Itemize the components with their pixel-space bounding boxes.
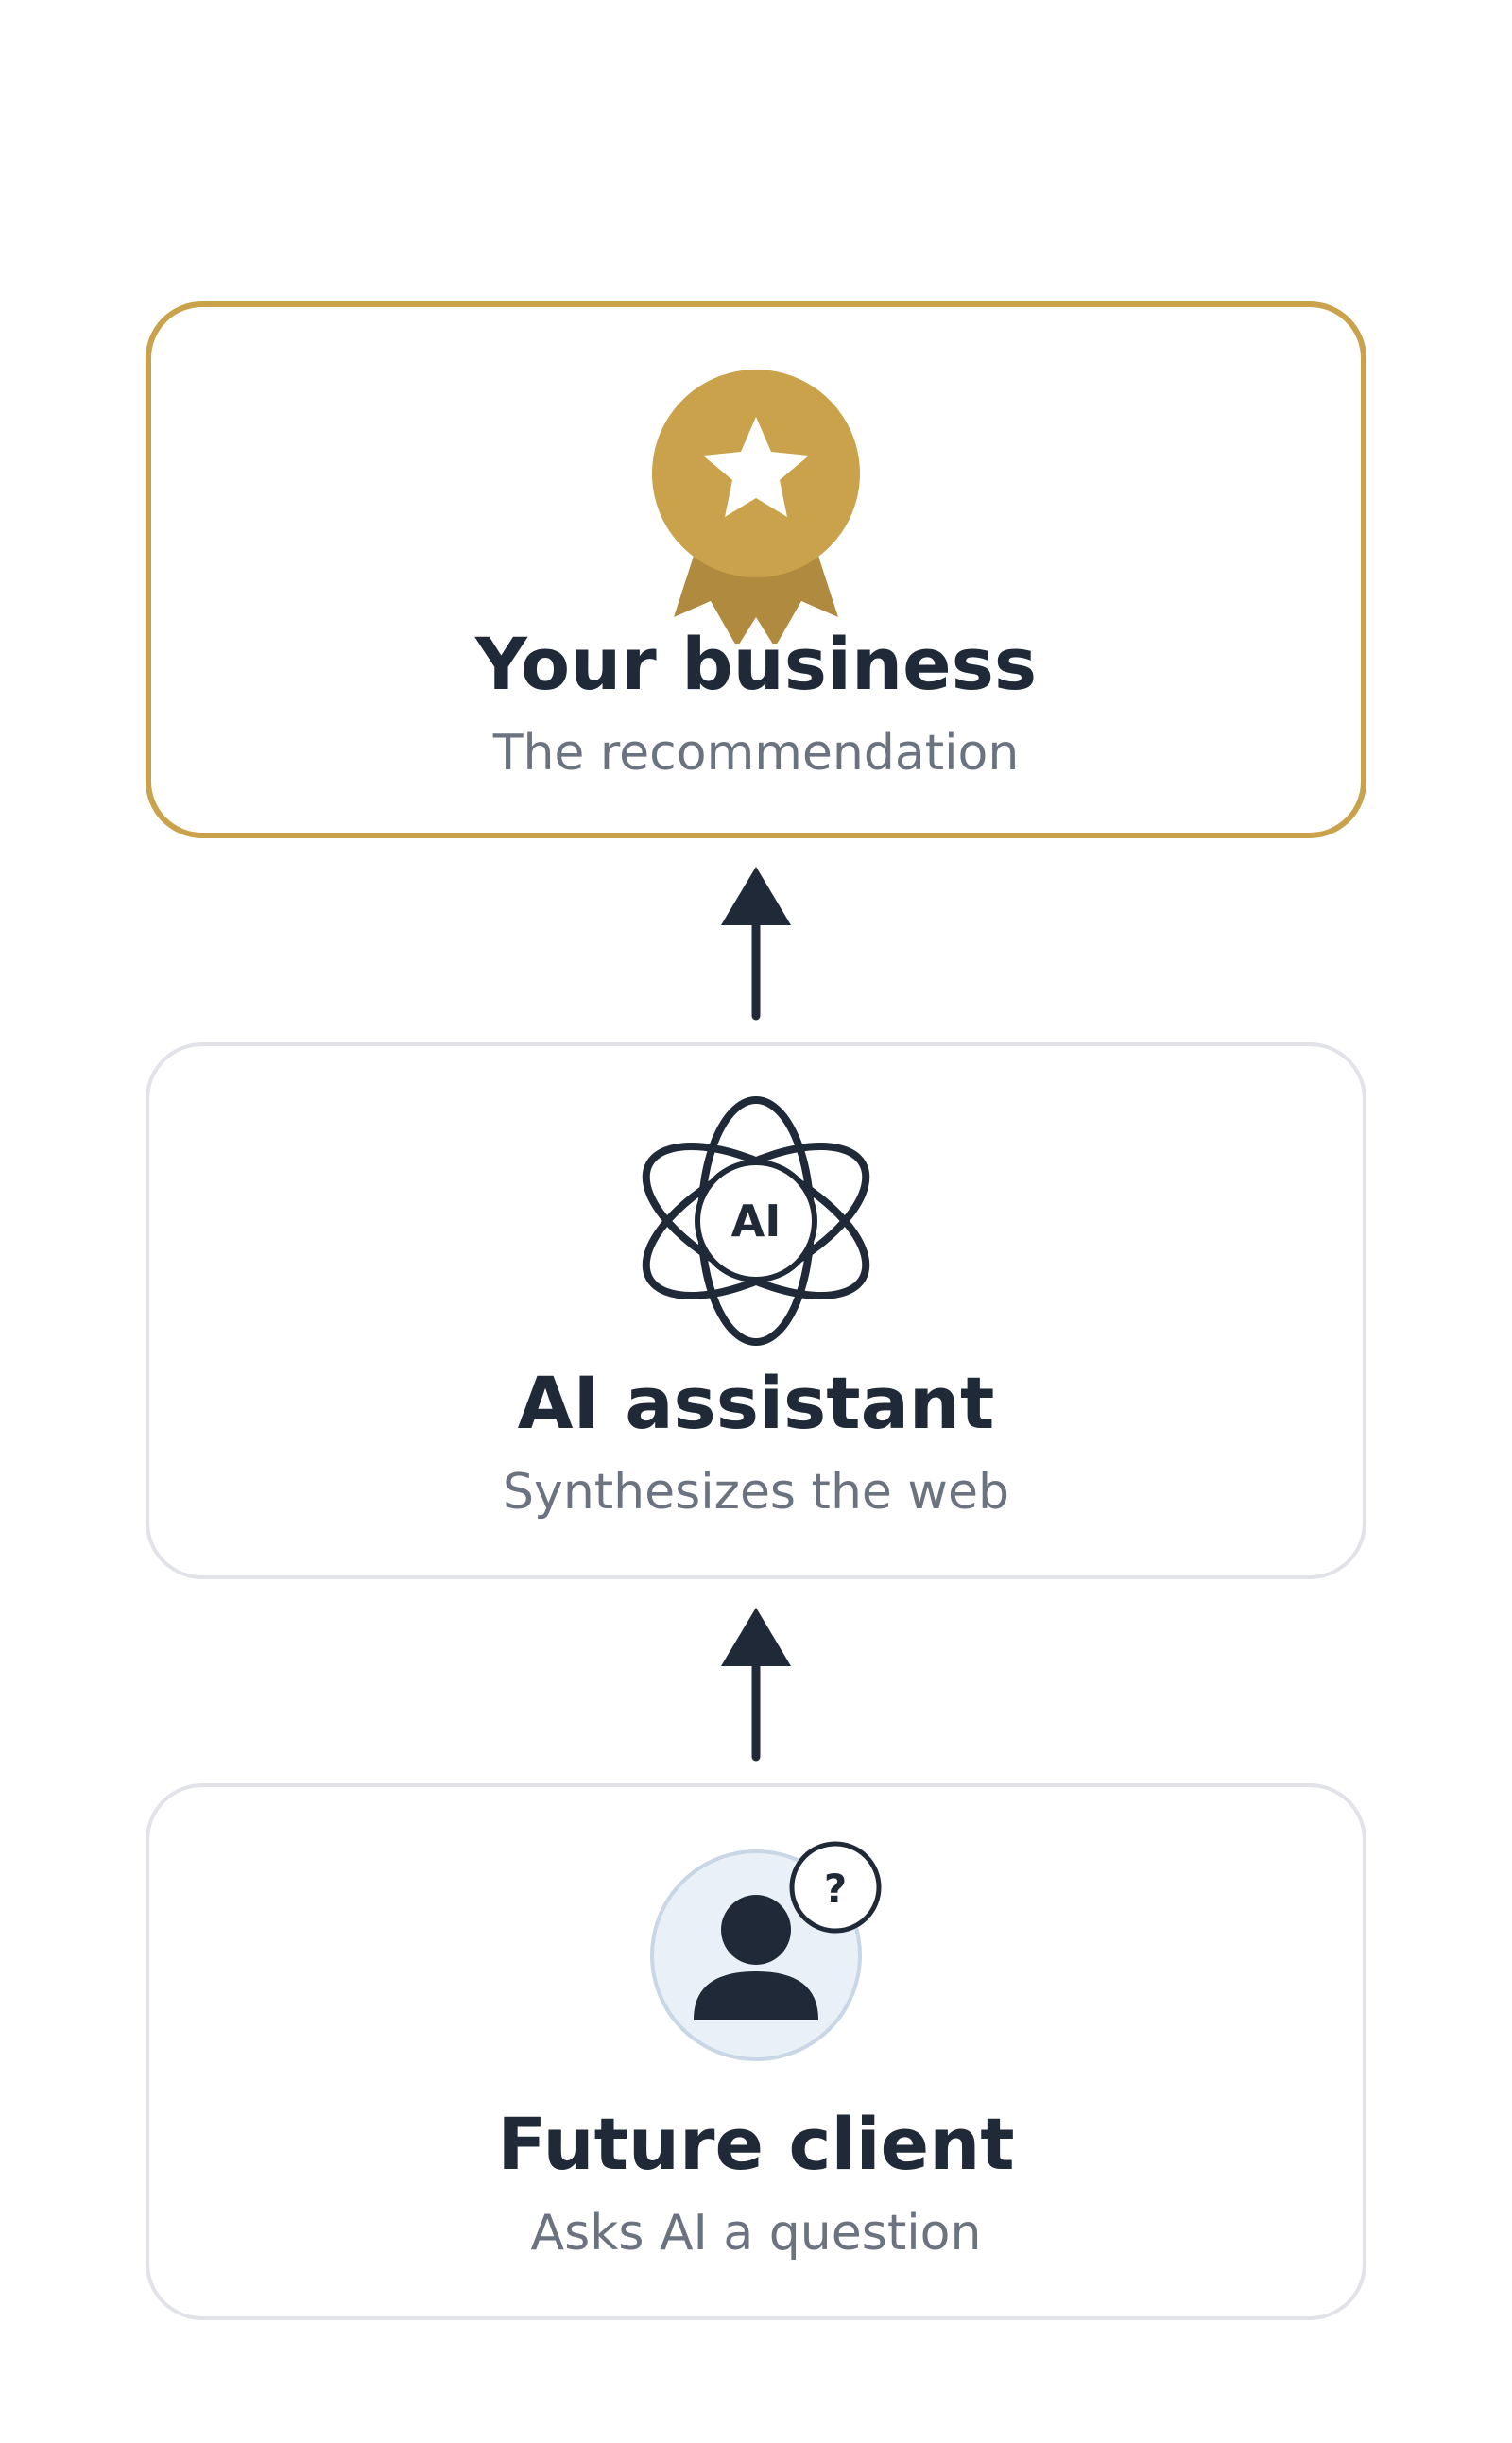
question-mark: ? bbox=[824, 1866, 847, 1912]
ai-assistant-card: AI AI assistant Synthesizes the web bbox=[146, 1042, 1366, 1579]
ai-core-label: AI bbox=[731, 1196, 782, 1247]
future-client-title: Future client bbox=[497, 2102, 1015, 2186]
ai-core bbox=[695, 1160, 817, 1282]
business-subtitle: The recommendation bbox=[492, 725, 1020, 782]
ai-assistant-title: AI assistant bbox=[517, 1361, 995, 1445]
ai-atom-icon: AI bbox=[642, 1096, 870, 1346]
ai-assistant-subtitle: Synthesizes the web bbox=[503, 1464, 1009, 1521]
business-card: Your business The recommendation bbox=[146, 301, 1366, 838]
business-title: Your business bbox=[474, 622, 1038, 706]
award-badge-icon bbox=[652, 370, 860, 644]
arrow-up-icon bbox=[721, 867, 791, 1021]
ribbon-shape bbox=[674, 547, 838, 644]
arrow-up-icon bbox=[721, 1608, 791, 1762]
future-client-subtitle: Asks AI a question bbox=[530, 2205, 982, 2262]
person-head bbox=[721, 1895, 791, 1965]
question-bubble bbox=[789, 1841, 882, 1934]
person-body bbox=[694, 1971, 818, 2020]
person-question-icon: ? bbox=[650, 1841, 882, 2061]
future-client-card: ? Future client Asks AI a question bbox=[146, 1783, 1366, 2320]
star-shape bbox=[703, 417, 809, 517]
